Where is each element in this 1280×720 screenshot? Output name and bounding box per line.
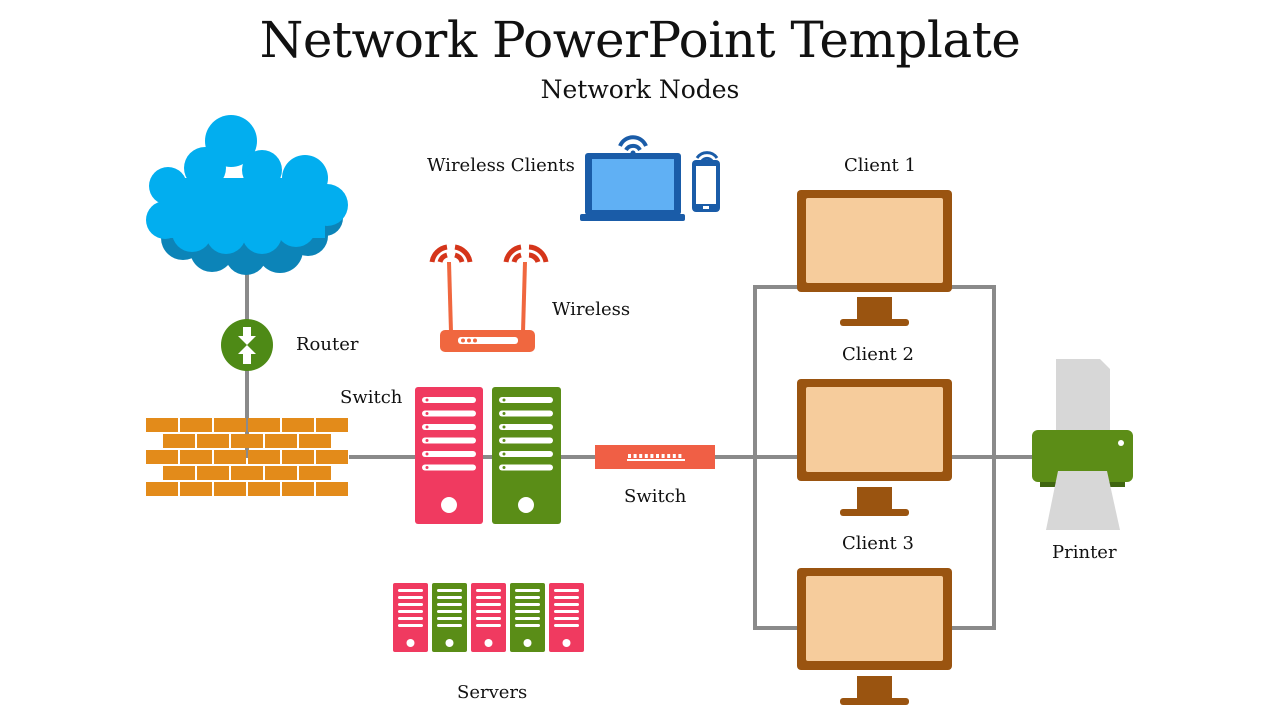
- label-printer: Printer: [1052, 542, 1117, 563]
- label-client-3: Client 3: [842, 533, 914, 554]
- label-switch-left: Switch: [340, 387, 403, 408]
- server-icon: [415, 387, 483, 524]
- label-servers: Servers: [457, 682, 528, 703]
- label-wireless: Wireless: [552, 299, 631, 320]
- router-icon: [221, 319, 273, 371]
- slide-title: Network PowerPoint Template: [259, 11, 1021, 69]
- switch-icon: [595, 445, 715, 469]
- monitor-icon: [797, 379, 952, 516]
- firewall-icon: [146, 418, 348, 496]
- slide-subtitle: Network Nodes: [540, 75, 740, 104]
- monitor-icon: [797, 190, 952, 326]
- cloud-icon: [146, 115, 348, 275]
- label-switch-right: Switch: [624, 486, 687, 507]
- label-client-1: Client 1: [844, 155, 916, 176]
- label-wireless-clients: Wireless Clients: [427, 155, 575, 176]
- label-client-2: Client 2: [842, 344, 914, 365]
- label-router: Router: [296, 334, 359, 355]
- wireless-router-icon: [429, 244, 549, 352]
- laptop-icon: [580, 135, 685, 221]
- printer-icon: [1032, 359, 1133, 530]
- phone-icon: [692, 151, 720, 212]
- monitor-icon: [797, 568, 952, 705]
- connector-lines: [245, 258, 1032, 630]
- server-rack-icon: [393, 583, 584, 652]
- server-icon: [492, 387, 561, 524]
